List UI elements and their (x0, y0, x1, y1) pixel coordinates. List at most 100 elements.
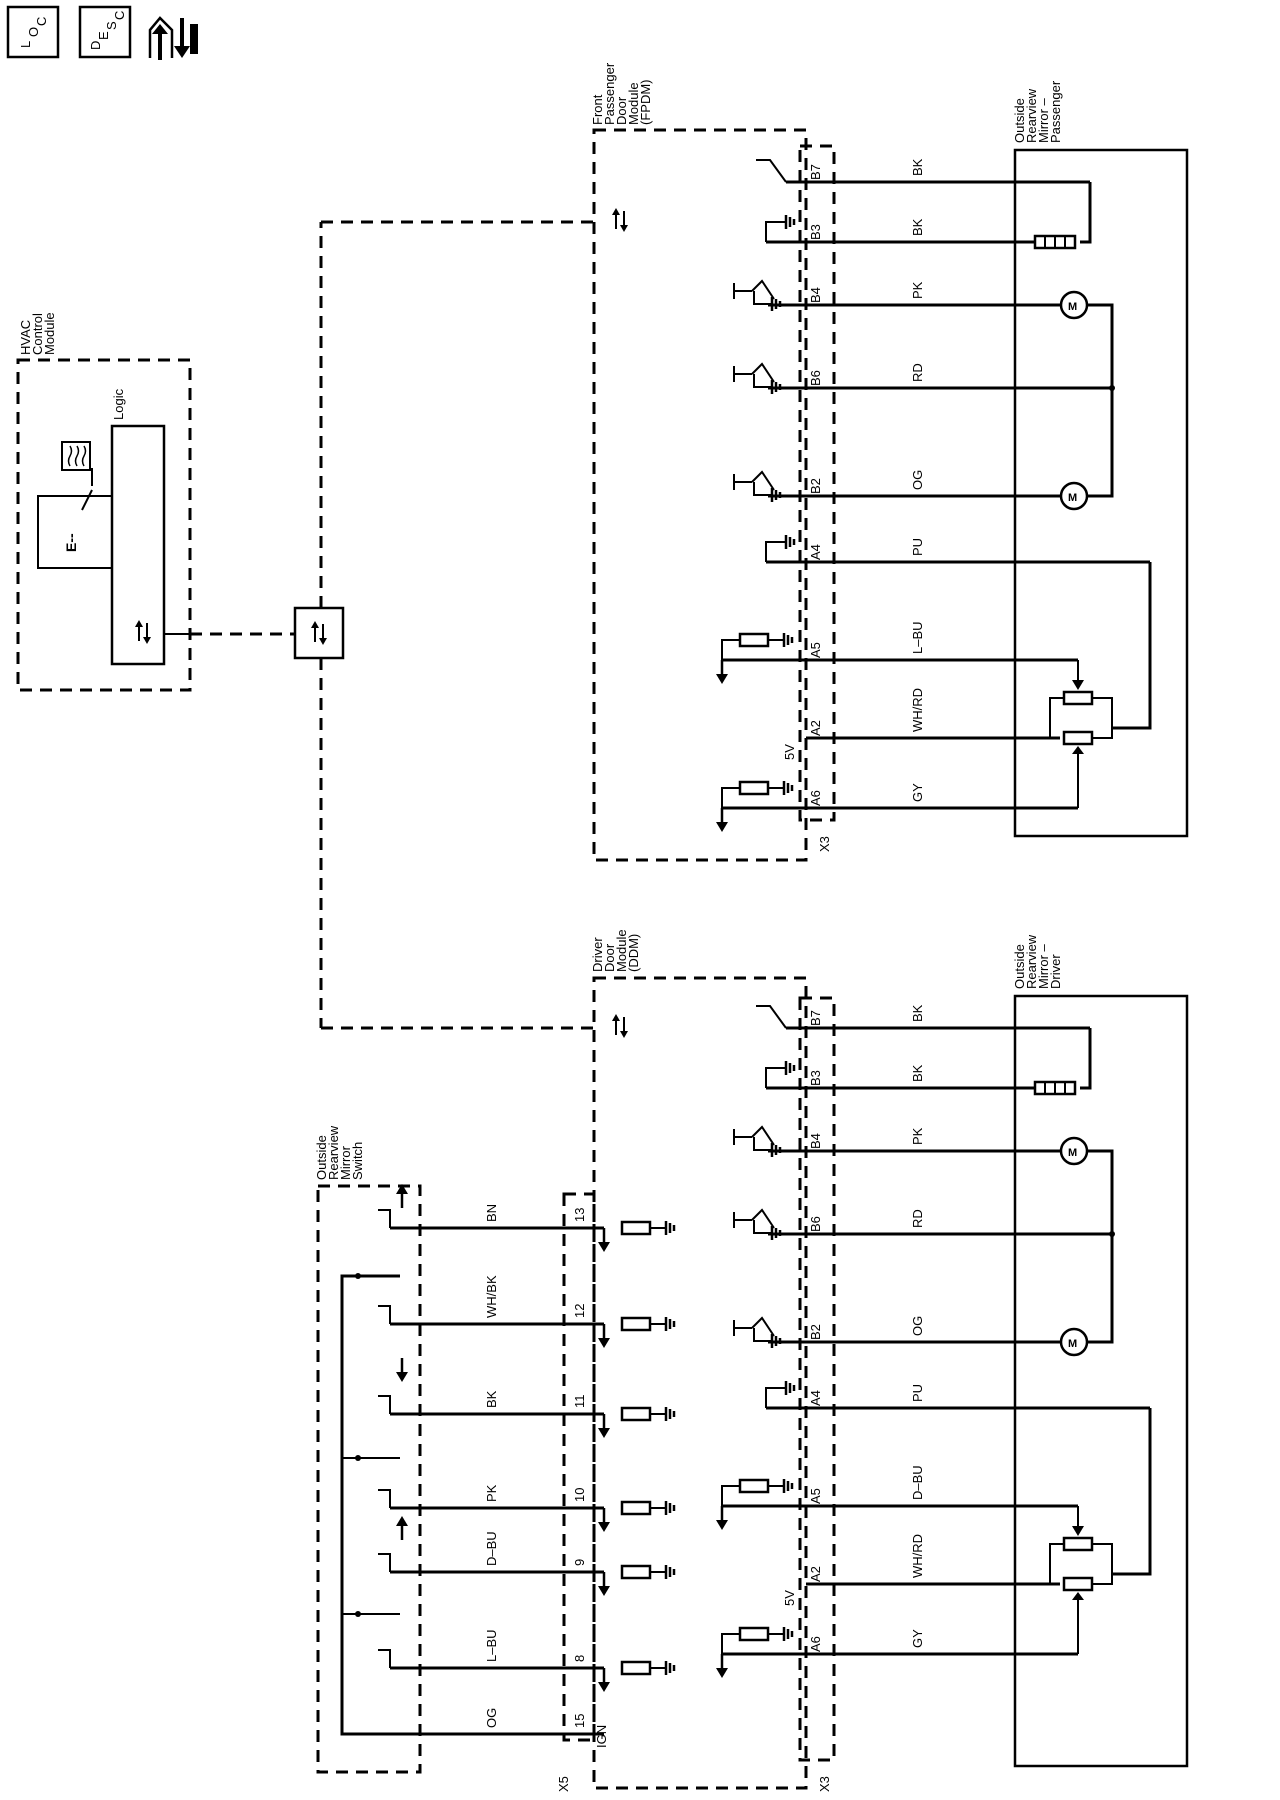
position-sensor-1 (1062, 690, 1094, 706)
b3-ground-lead (765, 1067, 778, 1088)
motor-label: M (1068, 1338, 1077, 1350)
ign-feed (340, 1274, 604, 1736)
switch-direction-arrow (394, 1356, 410, 1384)
pin-label-a5: A5 (808, 642, 823, 658)
relay-contact-icon (734, 1210, 780, 1240)
svg-text:X3: X3 (817, 1776, 832, 1792)
a4-ground-icon (776, 1379, 796, 1397)
defrost-icon (61, 441, 91, 471)
splice-dot (355, 1273, 361, 1279)
wire-color-b6: RD (910, 363, 925, 382)
pin-label-b4: B4 (808, 287, 823, 303)
wire-color-a4: PU (910, 1384, 925, 1402)
motor-common (1087, 303, 1114, 498)
a6-pullup-resistor (740, 1627, 792, 1641)
switch-wire-color-9: D–BU (484, 1531, 499, 1566)
lamp-symbol: E-- (63, 533, 79, 552)
switch-pin-label-10: 10 (572, 1488, 587, 1502)
wire-color-b4: PK (910, 281, 925, 299)
switch-contact (378, 1553, 391, 1572)
switch-wire-color-11: BK (484, 1390, 499, 1408)
relay-contact-icon (734, 1318, 780, 1348)
switch-pin-label-11: 11 (572, 1395, 587, 1409)
svg-text:Outside: Outside (1012, 944, 1027, 989)
svg-text:Front: Front (590, 94, 605, 125)
svg-text:Passenger: Passenger (602, 62, 617, 125)
svg-text:X5: X5 (556, 1776, 571, 1792)
diagnostic-icon[interactable] (148, 16, 198, 60)
position-sensor-2 (1062, 730, 1094, 746)
switch-pullup-resistor (622, 1501, 674, 1515)
a4-ground-lead (765, 1387, 778, 1408)
serial-data-bus (190, 207, 629, 1039)
a5-pullup-resistor (740, 633, 792, 647)
wire-color-b4: PK (910, 1127, 925, 1145)
a4-ground-lead (765, 541, 778, 562)
pin-label-b3: B3 (808, 1070, 823, 1086)
wire-color-b7: BK (910, 1004, 925, 1022)
svg-text:Driver: Driver (1048, 954, 1063, 989)
heater-return (1080, 1028, 1092, 1090)
a5-pullup-resistor (740, 1479, 792, 1493)
svg-text:(FPDM): (FPDM) (638, 80, 653, 126)
svg-text:S: S (104, 21, 119, 30)
pin-label-b6: B6 (808, 1216, 823, 1232)
switch-pin-label-9: 9 (572, 1559, 587, 1566)
switch-contact (378, 1649, 391, 1668)
wire-color-a5: L–BU (910, 621, 925, 654)
wire-color-a6: GY (910, 1629, 925, 1648)
b3-ground-icon (776, 1059, 796, 1077)
a6-signal-arrow (714, 1652, 730, 1680)
switch-pin-label-12: 12 (572, 1304, 587, 1318)
pin-label-a5: A5 (808, 1488, 823, 1504)
pin-label-a6: A6 (808, 790, 823, 806)
pin-label-b2: B2 (808, 478, 823, 494)
switch-wire-color-10: PK (484, 1484, 499, 1502)
svg-text:L: L (18, 41, 33, 48)
fpdm-data-arrows (611, 207, 629, 233)
svg-text:D: D (88, 41, 103, 50)
ddm-data-arrows (611, 1013, 629, 1039)
outside-mirror-driver: Outside Rearview Mirror – Driver (1012, 934, 1189, 1768)
svg-text:Door: Door (614, 96, 629, 125)
switch-signal-arrow (596, 1322, 612, 1350)
wire-color-b3: BK (910, 1064, 925, 1082)
switch-direction-arrow (394, 1514, 410, 1542)
wire-color-b2: OG (910, 1316, 925, 1336)
heater-return (1080, 182, 1092, 244)
switch-pullup-resistor (622, 1221, 674, 1235)
svg-text:Switch: Switch (350, 1142, 365, 1180)
location-icon[interactable]: L O C (6, 5, 60, 59)
b7-switch (756, 1005, 787, 1029)
wire-color-a5: D–BU (910, 1465, 925, 1500)
a4-mirror-lead (1112, 562, 1152, 730)
switch-connector-x5 (562, 1192, 596, 1742)
svg-text:Door: Door (602, 943, 617, 972)
wire-color-b7: BK (910, 158, 925, 176)
ddm-connector-x3 (798, 996, 836, 1762)
description-icon[interactable]: D E S C (78, 5, 132, 59)
relay-contact-icon (734, 472, 780, 502)
switch-signal-arrow (596, 1412, 612, 1440)
switch-pullup-resistor (622, 1661, 674, 1675)
pin-label-a2: A2 (808, 720, 823, 736)
svg-text:E: E (96, 31, 111, 40)
front-passenger-door-module: X3 Front Passenger Door Module (FPDM) 5V (590, 62, 836, 862)
svg-text:Mirror –: Mirror – (1036, 97, 1051, 143)
position-sensor-2 (1062, 1576, 1094, 1592)
driver-door-module: X3 Driver Door Module (DDM) IGN 5V (590, 929, 836, 1792)
b3-ground-lead (765, 221, 778, 242)
pin-label-a4: A4 (808, 544, 823, 560)
svg-text:Module: Module (614, 929, 629, 972)
pin-label-b7: B7 (808, 1010, 823, 1026)
switch-pullup-resistor (622, 1565, 674, 1579)
svg-text:Module: Module (626, 82, 641, 125)
wire-color-a4: PU (910, 538, 925, 556)
pin-label-b4: B4 (808, 1133, 823, 1149)
svg-text:C: C (112, 11, 127, 20)
svg-text:X3: X3 (817, 836, 832, 852)
svg-text:Rearview: Rearview (1024, 88, 1039, 143)
hvac-label-3: Module (42, 312, 57, 355)
